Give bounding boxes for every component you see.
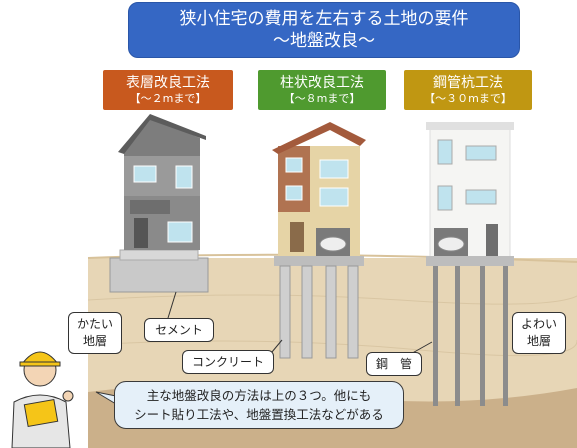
worker-icon [11,351,74,448]
title-line-1: 狭小住宅の費用を左右する土地の要件 [179,9,469,29]
steel-pile [503,266,508,406]
method-steel-pile: 鋼管杭工法 【～３０mまで】 [404,70,532,110]
method-name: 鋼管杭工法 [433,74,503,91]
house-column-improvement [272,122,366,359]
method-depth: 【～８mまで】 [283,91,361,105]
method-name: 表層改良工法 [126,74,210,91]
concrete-column [279,265,291,359]
method-depth: 【～２mまで】 [129,91,207,105]
concrete-column [301,265,313,359]
method-depth: 【～３０mまで】 [424,91,512,105]
hard-ground-label: かたい 地層 [68,312,122,354]
speech-line-1: 主な地盤改良の方法は上の３つ。他にも [146,388,372,403]
steel-pile [480,266,485,406]
title-banner: 狭小住宅の費用を左右する土地の要件 ～地盤改良～ [128,2,520,58]
house-steel-pile [426,122,514,406]
house-surface-improvement [109,114,209,293]
cement-layer [109,257,209,293]
soft-ground-label: よわい 地層 [512,312,566,354]
concrete-label: コンクリート [182,350,274,374]
method-surface-improvement: 表層改良工法 【～２mまで】 [103,70,233,110]
steel-pile [455,266,460,406]
method-name: 柱状改良工法 [280,74,364,91]
concrete-column [347,265,359,359]
concrete-column [325,265,337,359]
steel-pile [433,266,438,406]
method-column-improvement: 柱状改良工法 【～８mまで】 [258,70,386,110]
cement-label: セメント [144,318,214,342]
steel-pipe-label: 鋼 管 [366,352,422,376]
speech-bubble: 主な地盤改良の方法は上の３つ。他にも シート貼り工法や、地盤置換工法などがある [114,381,404,429]
title-line-2: ～地盤改良～ [273,31,375,51]
speech-line-2: シート貼り工法や、地盤置換工法などがある [134,407,384,422]
